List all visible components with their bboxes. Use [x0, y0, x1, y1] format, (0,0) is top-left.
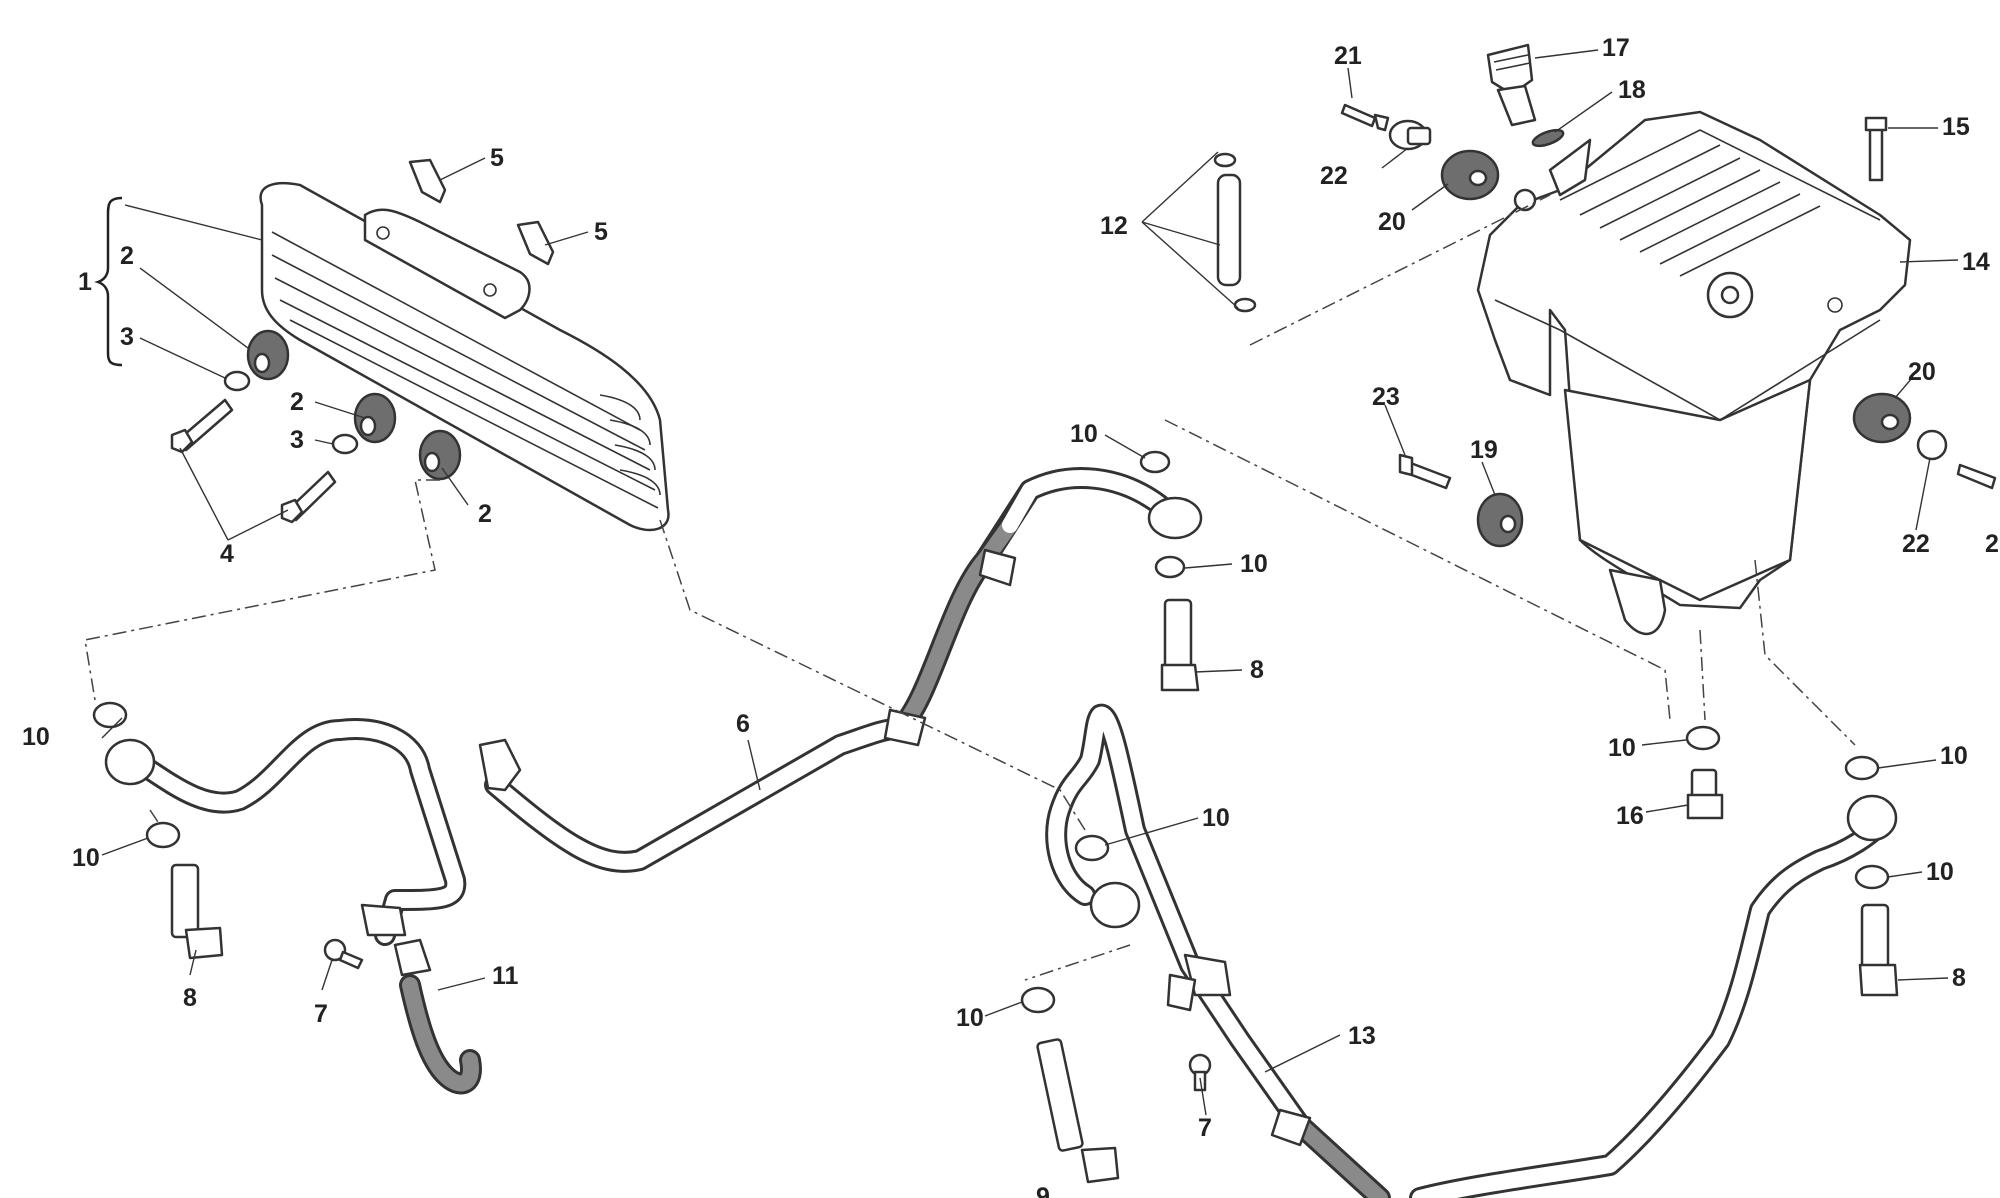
- washer-10-tank-bottom: [1685, 725, 1721, 751]
- oil-cooler: [259, 181, 670, 532]
- callout-15: 15: [1942, 113, 1970, 141]
- o-ring: [1531, 128, 1565, 148]
- bolt-right-edge: [1956, 463, 1997, 490]
- callout-22: 22: [1320, 162, 1348, 190]
- callout-12: 12: [1100, 212, 1128, 240]
- callout-2: 2: [290, 388, 304, 416]
- callout-labels: 1 2 3 2 3 2 4 5 5 6 10 10 8 7 11 10 10 8…: [22, 34, 1999, 1198]
- banjo-bolt-8-center: [1160, 598, 1200, 692]
- washer-middle: [331, 433, 359, 455]
- clip-lower: [516, 220, 555, 266]
- bolt-21: [1340, 103, 1390, 132]
- banjo-bolt-9: [1036, 1038, 1120, 1184]
- filler-cap: [1486, 43, 1537, 127]
- washer-10-right-top: [1844, 755, 1880, 781]
- plug-16: [1686, 768, 1724, 820]
- rubber-grommet-upper: [246, 329, 290, 381]
- washer-10-left-bottom: [145, 821, 181, 849]
- callout-1: 1: [78, 268, 92, 296]
- bolt-23: [1398, 453, 1452, 490]
- callout-18: 18: [1618, 76, 1646, 104]
- callout-10: 10: [1202, 804, 1230, 832]
- banjo-bolt-8-left: [170, 863, 224, 960]
- assembly-centerlines: [84, 194, 1856, 981]
- callout-11: 11: [492, 962, 519, 990]
- callout-2: 2: [1985, 530, 1999, 558]
- banjo-bolt-8-right: [1858, 903, 1899, 997]
- washer-upper: [223, 370, 251, 392]
- callout-2: 2: [120, 242, 134, 270]
- screw-7-left: [323, 938, 364, 970]
- callout-10: 10: [956, 1004, 984, 1032]
- callout-8: 8: [1250, 656, 1264, 684]
- clip-upper: [408, 158, 447, 204]
- hose-11: [104, 718, 482, 1095]
- callout-7: 7: [1198, 1114, 1212, 1142]
- hose-6: [478, 467, 1203, 873]
- callout-19: 19: [1470, 436, 1498, 464]
- callout-5: 5: [490, 144, 504, 172]
- washer-10-top-center: [1139, 450, 1171, 474]
- callout-17: 17: [1602, 34, 1630, 62]
- spacer-22-upper: [1388, 119, 1432, 151]
- callout-6: 6: [736, 710, 750, 738]
- washer-10-center: [1154, 555, 1186, 579]
- bolt-lower: [280, 470, 337, 524]
- hose-12: [1213, 152, 1257, 313]
- callout-22: 22: [1902, 530, 1930, 558]
- callout-20: 20: [1378, 208, 1406, 236]
- callout-5: 5: [594, 218, 608, 246]
- callout-8: 8: [1952, 964, 1966, 992]
- callout-10: 10: [72, 844, 100, 872]
- callout-13: 13: [1348, 1022, 1376, 1050]
- callout-14: 14: [1962, 248, 1990, 276]
- washer-10-left-top: [92, 701, 128, 729]
- callout-10: 10: [1940, 742, 1968, 770]
- bolt-15: [1864, 116, 1888, 182]
- screw-7-right: [1188, 1053, 1212, 1092]
- washer-10-hose13-top: [1074, 834, 1110, 862]
- rubber-grommet-middle: [353, 392, 397, 444]
- callout-10: 10: [1608, 734, 1636, 762]
- callout-10: 10: [1926, 858, 1954, 886]
- callout-10: 10: [22, 723, 50, 751]
- rubber-grommet-lower: [418, 429, 462, 481]
- callout-23: 23: [1372, 383, 1400, 411]
- callout-3: 3: [290, 426, 304, 454]
- callout-7: 7: [314, 1000, 328, 1028]
- callout-9: 9: [1036, 1183, 1050, 1198]
- grommet-20-right: [1852, 392, 1912, 444]
- callout-20: 20: [1908, 358, 1936, 386]
- oil-tank: [1476, 110, 1912, 636]
- hose-13: [1045, 703, 1898, 1198]
- callout-16: 16: [1616, 802, 1644, 830]
- callout-leaders: [101, 49, 1959, 1116]
- grommet-19: [1476, 492, 1524, 548]
- callout-2: 2: [478, 500, 492, 528]
- callout-4: 4: [220, 540, 234, 568]
- grommet-20-upper: [1440, 149, 1500, 201]
- assembly-brace: [94, 196, 123, 367]
- callout-8: 8: [183, 984, 197, 1012]
- callout-10: 10: [1240, 550, 1268, 578]
- bolt-upper: [170, 398, 234, 454]
- callout-21: 21: [1334, 42, 1362, 70]
- washer-10-hose13-bottom: [1020, 986, 1056, 1014]
- spacer-22-right: [1916, 429, 1948, 461]
- callout-3: 3: [120, 323, 134, 351]
- callout-10: 10: [1070, 420, 1098, 448]
- washer-10-right-bottom: [1854, 864, 1890, 890]
